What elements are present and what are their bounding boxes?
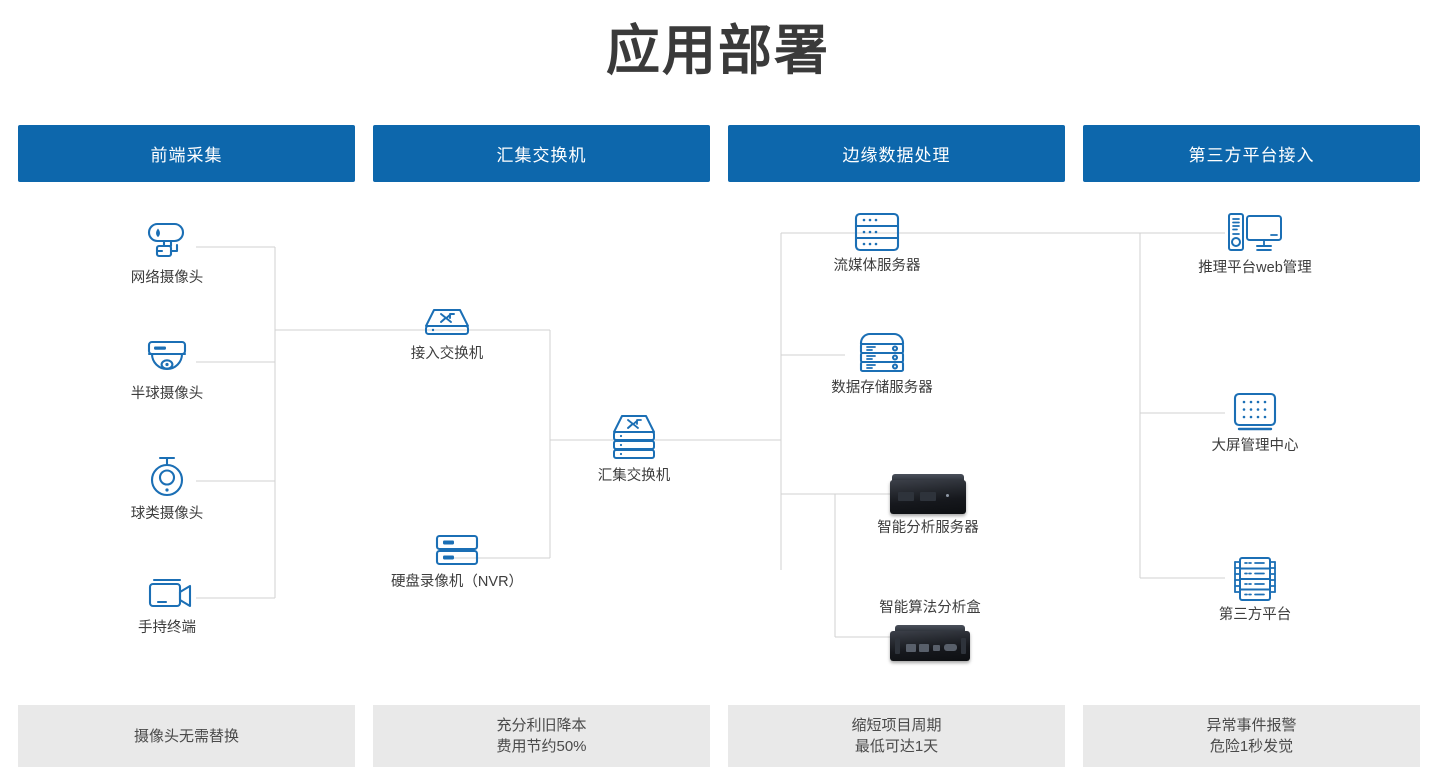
video-wall-icon: [1185, 388, 1325, 436]
column-header-label: 汇集交换机: [496, 146, 587, 165]
node-label: 半球摄像头: [130, 386, 204, 402]
footer-line: 缩短项目周期: [851, 717, 942, 734]
node-storage-server[interactable]: 数据存储服务器: [812, 328, 952, 398]
footer-line: 费用节约50%: [496, 738, 587, 755]
handheld-camera-icon: [97, 572, 237, 618]
node-label: 推理平台web管理: [1198, 260, 1312, 276]
platform-rack-icon: [1185, 553, 1325, 605]
footer-line: 摄像头无需替换: [133, 727, 239, 745]
node-label: 智能分析服务器: [877, 520, 979, 536]
column-footer-aggregation: 充分利旧降本 费用节约50%: [373, 705, 710, 767]
node-video-wall[interactable]: 大屏管理中心: [1185, 388, 1325, 456]
node-label: 汇集交换机: [597, 468, 671, 484]
column-footer-edge: 缩短项目周期 最低可达1天: [728, 705, 1065, 767]
column-header-label: 第三方平台接入: [1188, 146, 1315, 165]
column-header-label: 前端采集: [150, 146, 223, 165]
column-header-aggregation[interactable]: 汇集交换机: [373, 125, 710, 182]
node-access-switch[interactable]: 接入交换机: [377, 302, 517, 364]
column-header-frontend[interactable]: 前端采集: [18, 125, 355, 182]
node-label: 智能算法分析盒: [879, 600, 981, 616]
node-label: 手持终端: [138, 620, 196, 636]
switch-icon: [377, 302, 517, 344]
node-label: 硬盘录像机（NVR）: [390, 574, 524, 590]
column-header-label: 边缘数据处理: [842, 146, 951, 165]
footer-line: 危险1秒发觉: [1209, 738, 1294, 755]
node-label: 球类摄像头: [130, 506, 204, 522]
node-web-management[interactable]: 推理平台web管理: [1185, 208, 1325, 278]
node-label: 流媒体服务器: [833, 258, 921, 274]
footer-line: 充分利旧降本: [496, 717, 587, 734]
node-label: 大屏管理中心: [1211, 438, 1299, 454]
page-title: 应用部署: [606, 21, 830, 81]
node-label: 网络摄像头: [130, 270, 204, 286]
column-header-thirdparty[interactable]: 第三方平台接入: [1083, 125, 1420, 182]
desktop-tower-icon: [1185, 208, 1325, 258]
node-streaming-server[interactable]: 流媒体服务器: [807, 208, 947, 276]
footer-line: 异常事件报警: [1206, 717, 1297, 734]
node-ai-server[interactable]: 智能分析服务器: [858, 474, 998, 538]
node-dome-camera[interactable]: 半球摄像头: [97, 336, 237, 404]
node-label: 数据存储服务器: [831, 380, 933, 396]
node-label: 第三方平台: [1218, 607, 1292, 623]
ptz-camera-icon: [97, 452, 237, 504]
node-aggregation-switch[interactable]: 汇集交换机: [564, 410, 704, 486]
node-nvr[interactable]: 硬盘录像机（NVR）: [377, 528, 537, 592]
footer-line: 最低可达1天: [854, 738, 939, 755]
ai-server-photo: [858, 474, 998, 514]
storage-server-icon: [812, 328, 952, 378]
nvr-icon: [377, 528, 537, 572]
stacked-switch-icon: [564, 410, 704, 466]
node-third-party-platform[interactable]: 第三方平台: [1185, 553, 1325, 625]
node-ptz-camera[interactable]: 球类摄像头: [97, 452, 237, 524]
column-footer-thirdparty: 异常事件报警 危险1秒发觉: [1083, 705, 1420, 767]
bullet-camera-icon: [97, 218, 237, 268]
node-label: 接入交换机: [410, 346, 484, 362]
node-handheld-terminal[interactable]: 手持终端: [97, 572, 237, 638]
column-header-edge[interactable]: 边缘数据处理: [728, 125, 1065, 182]
node-ai-box[interactable]: 智能算法分析盒: [860, 598, 1000, 661]
column-footer-frontend: 摄像头无需替换: [18, 705, 355, 767]
ai-box-photo: [860, 623, 1000, 661]
rack-server-icon: [807, 208, 947, 256]
node-ip-camera[interactable]: 网络摄像头: [97, 218, 237, 288]
dome-camera-icon: [97, 336, 237, 384]
